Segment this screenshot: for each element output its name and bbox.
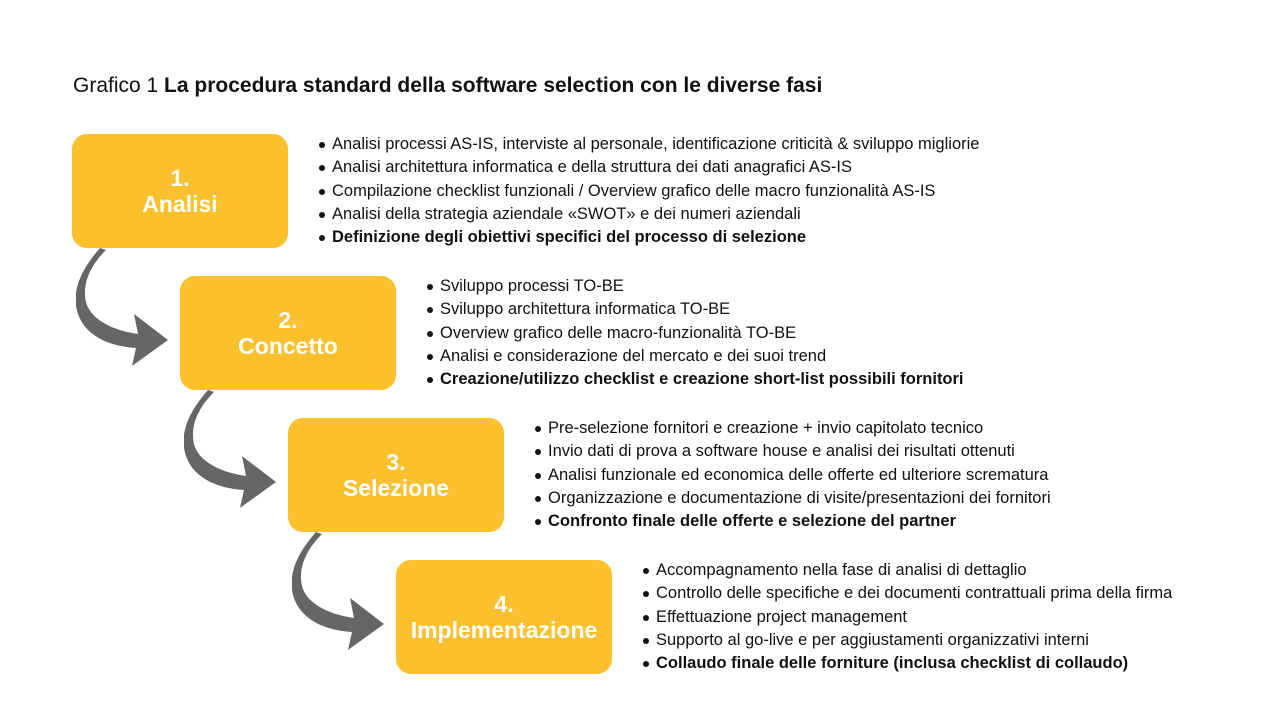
step-number: 2. bbox=[278, 307, 298, 333]
step-box-concetto: 2. Concetto bbox=[180, 276, 396, 390]
list-item: Compilazione checklist funzionali / Over… bbox=[318, 180, 979, 203]
list-item-key: Creazione/utilizzo checklist e creazione… bbox=[426, 368, 964, 391]
curved-arrow-icon bbox=[292, 532, 384, 650]
list-item: Analisi architettura informatica e della… bbox=[318, 156, 979, 179]
step-number: 3. bbox=[386, 449, 406, 475]
figure-title-prefix: Grafico 1 bbox=[73, 74, 159, 97]
curved-arrow-icon bbox=[184, 390, 276, 508]
list-item: Supporto al go-live e per aggiustamenti … bbox=[642, 629, 1172, 652]
step-list-concetto: Sviluppo processi TO-BE Sviluppo archite… bbox=[426, 275, 964, 391]
step-number: 1. bbox=[170, 165, 190, 191]
list-item: Controllo delle specifiche e dei documen… bbox=[642, 582, 1172, 605]
list-item-key: Confronto finale delle offerte e selezio… bbox=[534, 510, 1051, 533]
step-label: Analisi bbox=[142, 191, 218, 217]
list-item: Analisi della strategia aziendale «SWOT»… bbox=[318, 203, 979, 226]
list-item: Analisi processi AS-IS, interviste al pe… bbox=[318, 133, 979, 156]
step-number: 4. bbox=[494, 591, 514, 617]
list-item: Pre-selezione fornitori e creazione + in… bbox=[534, 417, 1051, 440]
step-label: Concetto bbox=[238, 333, 338, 359]
list-item: Invio dati di prova a software house e a… bbox=[534, 440, 1051, 463]
list-item: Overview grafico delle macro-funzionalit… bbox=[426, 322, 964, 345]
step-list-analisi: Analisi processi AS-IS, interviste al pe… bbox=[318, 133, 979, 249]
curved-arrow-icon bbox=[76, 248, 168, 366]
list-item: Analisi e considerazione del mercato e d… bbox=[426, 345, 964, 368]
step-list-implementazione: Accompagnamento nella fase di analisi di… bbox=[642, 559, 1172, 675]
list-item: Organizzazione e documentazione di visit… bbox=[534, 487, 1051, 510]
list-item-key: Collaudo finale delle forniture (inclusa… bbox=[642, 652, 1172, 675]
step-label: Implementazione bbox=[410, 617, 598, 643]
step-label: Selezione bbox=[342, 475, 450, 501]
figure-title-main: La procedura standard della software sel… bbox=[164, 74, 823, 97]
figure-title: Grafico 1 La procedura standard della so… bbox=[73, 72, 822, 100]
step-box-selezione: 3. Selezione bbox=[288, 418, 504, 532]
list-item: Sviluppo architettura informatica TO-BE bbox=[426, 298, 964, 321]
list-item: Effettuazione project management bbox=[642, 606, 1172, 629]
list-item: Accompagnamento nella fase di analisi di… bbox=[642, 559, 1172, 582]
list-item-key: Definizione degli obiettivi specifici de… bbox=[318, 226, 979, 249]
step-list-selezione: Pre-selezione fornitori e creazione + in… bbox=[534, 417, 1051, 533]
step-box-analisi: 1. Analisi bbox=[72, 134, 288, 248]
list-item: Sviluppo processi TO-BE bbox=[426, 275, 964, 298]
list-item: Analisi funzionale ed economica delle of… bbox=[534, 464, 1051, 487]
step-box-implementazione: 4. Implementazione bbox=[396, 560, 612, 674]
